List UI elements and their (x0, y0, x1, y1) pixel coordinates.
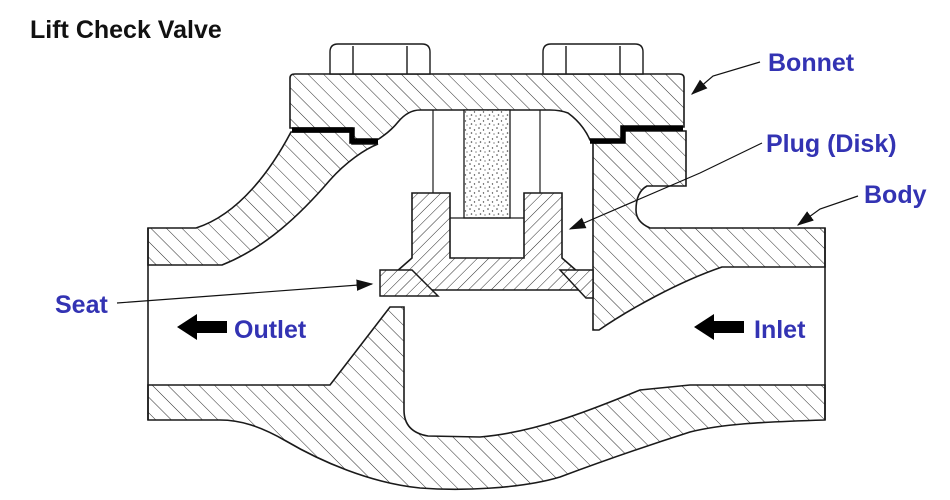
label-body: Body (864, 181, 927, 209)
label-outlet: Outlet (234, 316, 307, 344)
valve-body (147, 130, 826, 491)
plug-leader (568, 142, 763, 230)
guide-lines (432, 110, 541, 252)
body-right (592, 130, 826, 331)
outlet-flow-arrow (177, 314, 227, 340)
label-plug: Plug (Disk) (766, 130, 897, 158)
body-upper-left (147, 131, 379, 266)
seat-left (379, 269, 440, 297)
bonnet-gasket (292, 125, 683, 144)
bolt-left (329, 43, 431, 75)
bonnet-bolts (329, 43, 644, 75)
inlet-flow-arrow (694, 314, 744, 340)
page-title: Lift Check Valve (30, 16, 222, 44)
label-inlet: Inlet (754, 316, 806, 344)
body-leader (796, 195, 859, 226)
seat-leader (116, 279, 374, 304)
body-lower (147, 306, 826, 491)
seat-right (558, 269, 594, 299)
label-seat: Seat (55, 291, 108, 319)
stem-part (463, 109, 511, 219)
label-bonnet: Bonnet (768, 49, 855, 77)
leader-lines (116, 61, 859, 304)
bonnet-leader (690, 61, 761, 95)
bolt-right (542, 43, 644, 75)
seat-part (379, 269, 594, 299)
